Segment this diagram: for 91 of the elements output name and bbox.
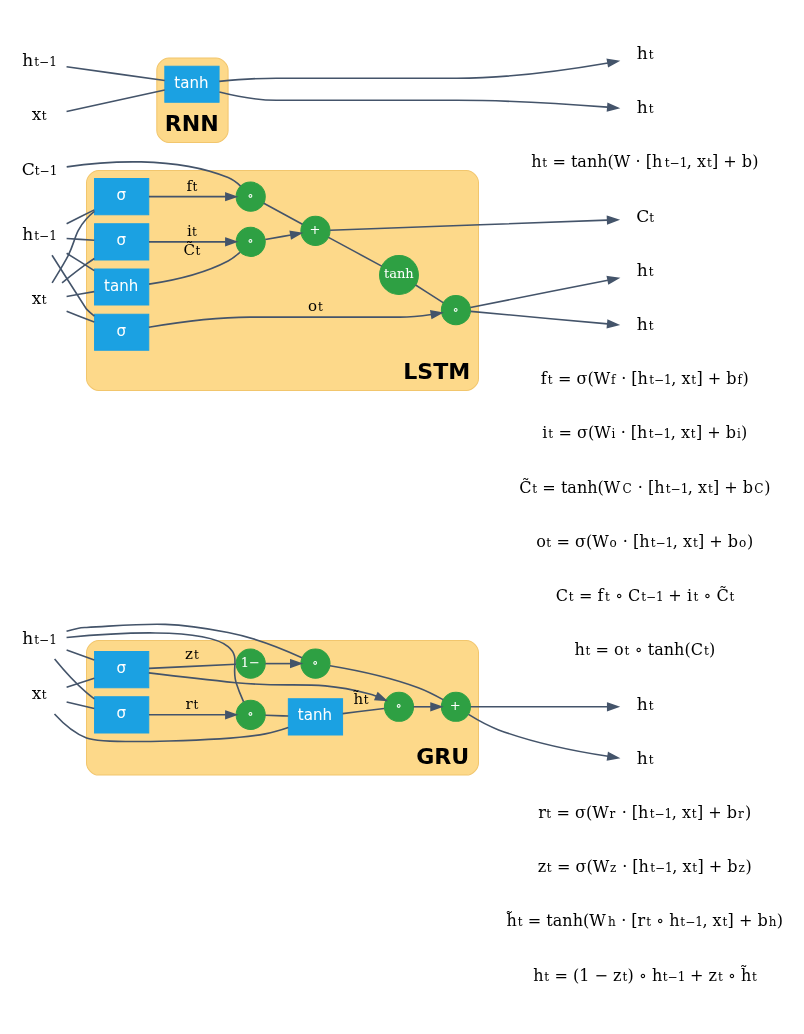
- node-circle: 1−: [235, 648, 266, 679]
- arrow: [469, 702, 621, 712]
- connector: [65, 623, 303, 659]
- node-text: ht: [636, 97, 654, 118]
- node-text: Ct: [636, 205, 655, 226]
- node-circle: +: [300, 215, 331, 246]
- label: ft = σ(Wf · [ht−1, xt] + bf): [540, 369, 749, 389]
- connector: [148, 251, 241, 285]
- arrow: [147, 672, 388, 702]
- arrow: [469, 275, 621, 309]
- connector: [51, 210, 96, 284]
- node-text: ht−1: [22, 627, 57, 648]
- arrow: [148, 710, 239, 720]
- node-circle: ∘: [235, 181, 266, 212]
- edge-label: C̃t: [183, 240, 201, 259]
- node-text: xt: [31, 682, 47, 703]
- label: h̃t = tanh(Wh · [rt ∘ ht−1, xt] + bh): [506, 911, 783, 931]
- edge-label: rt: [185, 694, 199, 713]
- connector: [53, 658, 96, 700]
- connector: [414, 284, 444, 304]
- node-circle: ∘: [235, 699, 266, 730]
- node-circle: ∘: [383, 691, 415, 722]
- node-text: xt: [31, 288, 47, 309]
- label: C̃t = tanh(WC · [ht−1, xt] + bC): [519, 477, 771, 497]
- node-box: σ: [94, 651, 150, 689]
- label: zt = σ(Wz · [ht−1, xt] + bz): [537, 857, 752, 877]
- node-box: tanh: [94, 268, 150, 306]
- node-text: ht: [636, 748, 654, 769]
- arrow: [264, 658, 304, 669]
- node-circle: ∘: [235, 226, 266, 257]
- connector: [327, 236, 383, 267]
- arrow: [329, 215, 621, 232]
- connector: [65, 66, 166, 82]
- connector: [65, 701, 96, 710]
- arrow: [469, 310, 621, 329]
- connector: [65, 310, 96, 323]
- arrow: [467, 713, 621, 761]
- node-text: ht−1: [22, 50, 57, 71]
- node-text: Ct−1: [21, 158, 58, 179]
- connector: [65, 632, 245, 703]
- node-circle: ∘: [300, 648, 331, 679]
- node-box: σ: [94, 178, 150, 216]
- edge-label: ft: [186, 176, 198, 195]
- label: Ct = ft ∘ Ct−1 + it ∘ C̃t: [555, 586, 735, 606]
- node-box: σ: [94, 313, 150, 351]
- node-text: ht: [636, 314, 654, 335]
- label: ht = (1 − zt) ∘ ht−1 + zt ∘ h̃t: [533, 965, 757, 985]
- arrow: [264, 230, 304, 241]
- label: ht = ot ∘ tanh(Ct): [574, 640, 716, 660]
- node-box: σ: [94, 696, 150, 734]
- connector: [65, 161, 242, 187]
- node-text: ht: [636, 260, 654, 281]
- node-circle: +: [440, 691, 471, 722]
- edge-label: zt: [184, 644, 199, 663]
- connector: [51, 254, 96, 317]
- node-box: σ: [94, 223, 150, 261]
- connector: [263, 202, 304, 226]
- connector: [329, 664, 444, 701]
- arrow: [148, 310, 444, 329]
- connector: [61, 257, 96, 284]
- edge-label: ot: [307, 297, 323, 316]
- edge-label: it: [186, 221, 197, 240]
- connector: [264, 714, 289, 717]
- arrow: [218, 91, 621, 112]
- arrow: [148, 237, 239, 247]
- node-text: xt: [31, 104, 47, 125]
- node-text: ht: [636, 693, 654, 714]
- node-box: tanh: [287, 698, 344, 736]
- edge-label: h̃t: [353, 689, 369, 708]
- connector: [65, 649, 96, 661]
- connector: [65, 89, 166, 113]
- connector: [341, 707, 385, 715]
- label: it = σ(Wi · [ht−1, xt] + bi): [542, 423, 748, 443]
- label: ot = σ(Wo · [ht−1, xt] + bo): [536, 531, 754, 551]
- arrow: [218, 58, 621, 83]
- connector: [65, 209, 96, 225]
- arrow: [148, 192, 239, 202]
- connector: [65, 252, 96, 272]
- node-circle: ∘: [440, 295, 471, 326]
- label: ht = tanh(W · [ht−1, xt] + b): [531, 152, 759, 172]
- node-circle: tanh: [379, 255, 419, 295]
- node-text: ht−1: [22, 223, 57, 244]
- connector: [65, 677, 96, 688]
- connector: [65, 290, 96, 298]
- connector: [148, 663, 237, 670]
- connector: [53, 713, 290, 743]
- label: rt = σ(Wr · [ht−1, xt] + br): [538, 803, 752, 823]
- node-text: ht: [636, 43, 654, 64]
- connector: [65, 237, 96, 241]
- node-box: tanh: [164, 65, 220, 103]
- arrow: [412, 702, 444, 712]
